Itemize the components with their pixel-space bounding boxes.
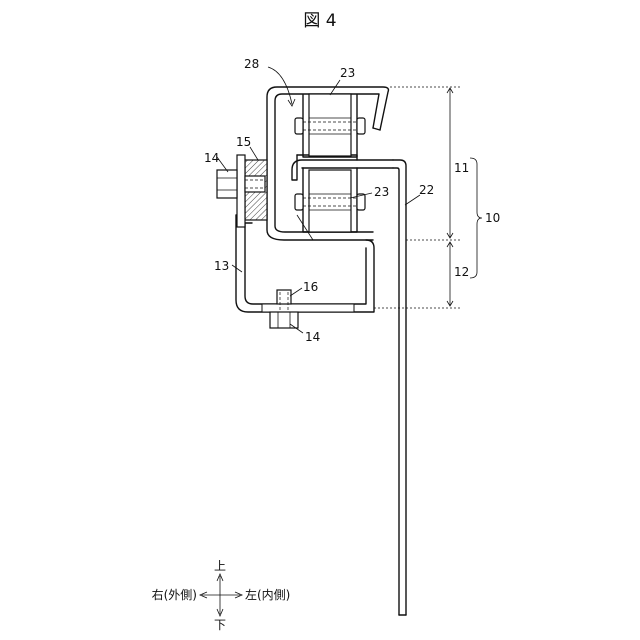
- hanging-plate: [393, 160, 406, 615]
- direction-indicator: 上 下 右(外側) 左(内側): [152, 559, 291, 632]
- label-13: 13: [214, 259, 229, 273]
- direction-right-outer: 右(外側): [152, 587, 197, 602]
- upper-roller: [295, 94, 365, 157]
- direction-up: 上: [214, 559, 226, 573]
- label-23-lower: 23: [374, 185, 389, 199]
- label-22: 22: [419, 183, 434, 197]
- label-23-upper: 23: [340, 66, 355, 80]
- lower-bracket: [236, 215, 374, 312]
- direction-left-inner: 左(内側): [245, 587, 290, 602]
- label-16: 16: [303, 280, 318, 294]
- lower-roller: [295, 168, 365, 240]
- label-15: 15: [236, 135, 251, 149]
- label-28: 28: [244, 57, 259, 71]
- figure-title: 図 4: [303, 11, 336, 31]
- label-11: 11: [454, 161, 469, 175]
- label-10: 10: [485, 211, 500, 225]
- label-12: 12: [454, 265, 469, 279]
- label-14-left: 14: [204, 151, 219, 165]
- label-14-bottom: 14: [305, 330, 320, 344]
- direction-down: 下: [214, 618, 226, 632]
